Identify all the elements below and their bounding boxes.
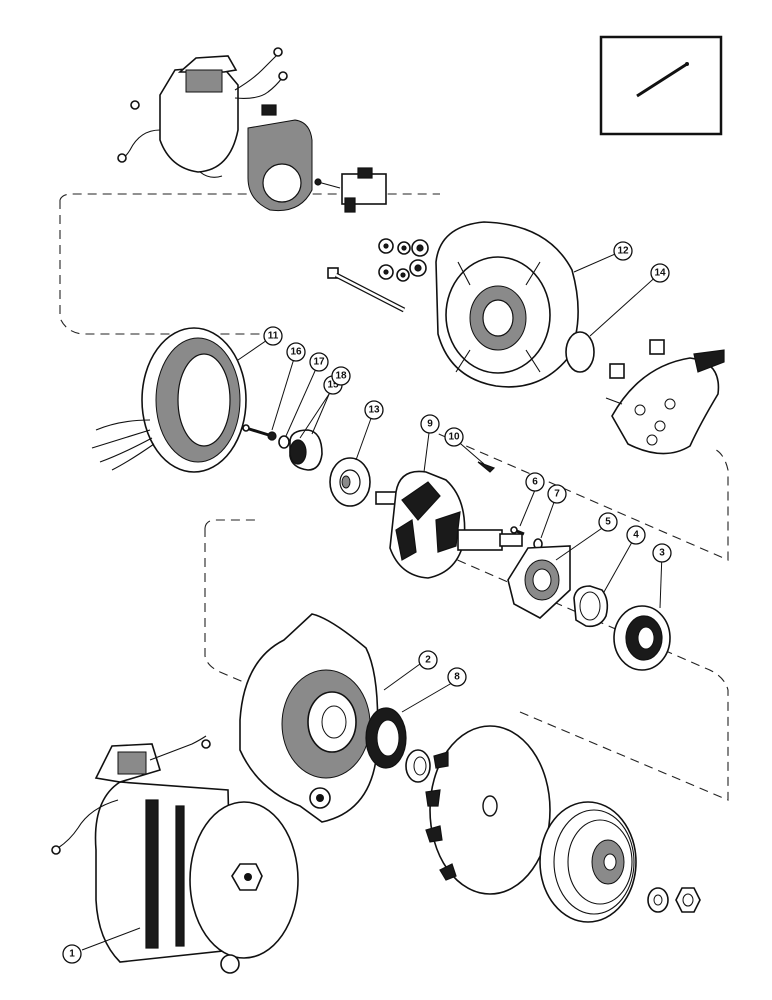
- through-bolt-and-nuts: [327, 238, 429, 313]
- callout-9: 9: [420, 414, 440, 434]
- screw-and-washer: [510, 526, 543, 550]
- upper-dashed-outline: [59, 193, 729, 561]
- slip-ring-end-housing: [435, 221, 579, 388]
- svg-text:1: 1: [69, 949, 75, 960]
- rotor-nut-stack: [242, 424, 323, 471]
- svg-text:12: 12: [617, 246, 629, 257]
- drive-pulley: [539, 801, 637, 923]
- svg-text:9: 9: [427, 419, 433, 430]
- rotor: [375, 461, 523, 579]
- svg-text:6: 6: [532, 477, 538, 488]
- svg-text:7: 7: [554, 489, 560, 500]
- svg-text:11: 11: [268, 331, 279, 342]
- svg-text:14: 14: [654, 268, 666, 279]
- stator: [91, 327, 247, 473]
- svg-text:10: 10: [448, 432, 460, 443]
- callout-3: 3: [652, 543, 672, 563]
- callout-1: 1: [62, 944, 82, 964]
- oil-seal: [365, 707, 407, 769]
- drive-end-housing: [239, 613, 379, 823]
- housing-ring: [565, 331, 595, 373]
- pulley-washer-and-nut: [647, 887, 701, 913]
- callout-8: 8: [447, 667, 467, 687]
- rotor-bearing-13: [329, 457, 371, 507]
- callout-12: 12: [613, 241, 633, 261]
- svg-text:13: 13: [368, 405, 380, 416]
- callout-17: 17: [309, 352, 329, 372]
- regulator-gasket: [247, 119, 313, 212]
- svg-text:5: 5: [605, 517, 611, 528]
- callout-5: 5: [598, 512, 618, 532]
- svg-text:17: 17: [313, 357, 325, 368]
- voltage-regulator: [117, 47, 288, 178]
- inset-tool-box: [599, 35, 723, 136]
- callout-14: 14: [650, 263, 670, 283]
- rectifier-assembly: [605, 339, 725, 455]
- callout-2: 2: [418, 650, 438, 670]
- callout-11: 11: [263, 326, 283, 346]
- svg-text:3: 3: [659, 548, 665, 559]
- bearing-retainer-plate: [507, 545, 571, 619]
- brush-holder: [314, 167, 387, 213]
- svg-text:2: 2: [425, 655, 431, 666]
- callout-4: 4: [626, 525, 646, 545]
- callout-7: 7: [547, 484, 567, 504]
- lower-dashed-outline: [204, 519, 729, 801]
- bearing-spacer: [573, 585, 609, 628]
- alternator-assembly: [51, 735, 299, 974]
- svg-text:18: 18: [335, 371, 347, 382]
- cooling-fan: [425, 725, 551, 895]
- callout-13: 13: [364, 400, 384, 420]
- callout-6: 6: [525, 472, 545, 492]
- callout-16: 16: [286, 342, 306, 362]
- collar-spacer: [405, 749, 431, 783]
- svg-text:16: 16: [290, 347, 302, 358]
- drive-end-bearing: [613, 605, 671, 671]
- svg-text:8: 8: [454, 672, 460, 683]
- callout-10: 10: [444, 427, 464, 447]
- callout-18: 18: [331, 366, 351, 386]
- svg-text:4: 4: [633, 530, 639, 541]
- svg-text:15: 15: [327, 380, 339, 391]
